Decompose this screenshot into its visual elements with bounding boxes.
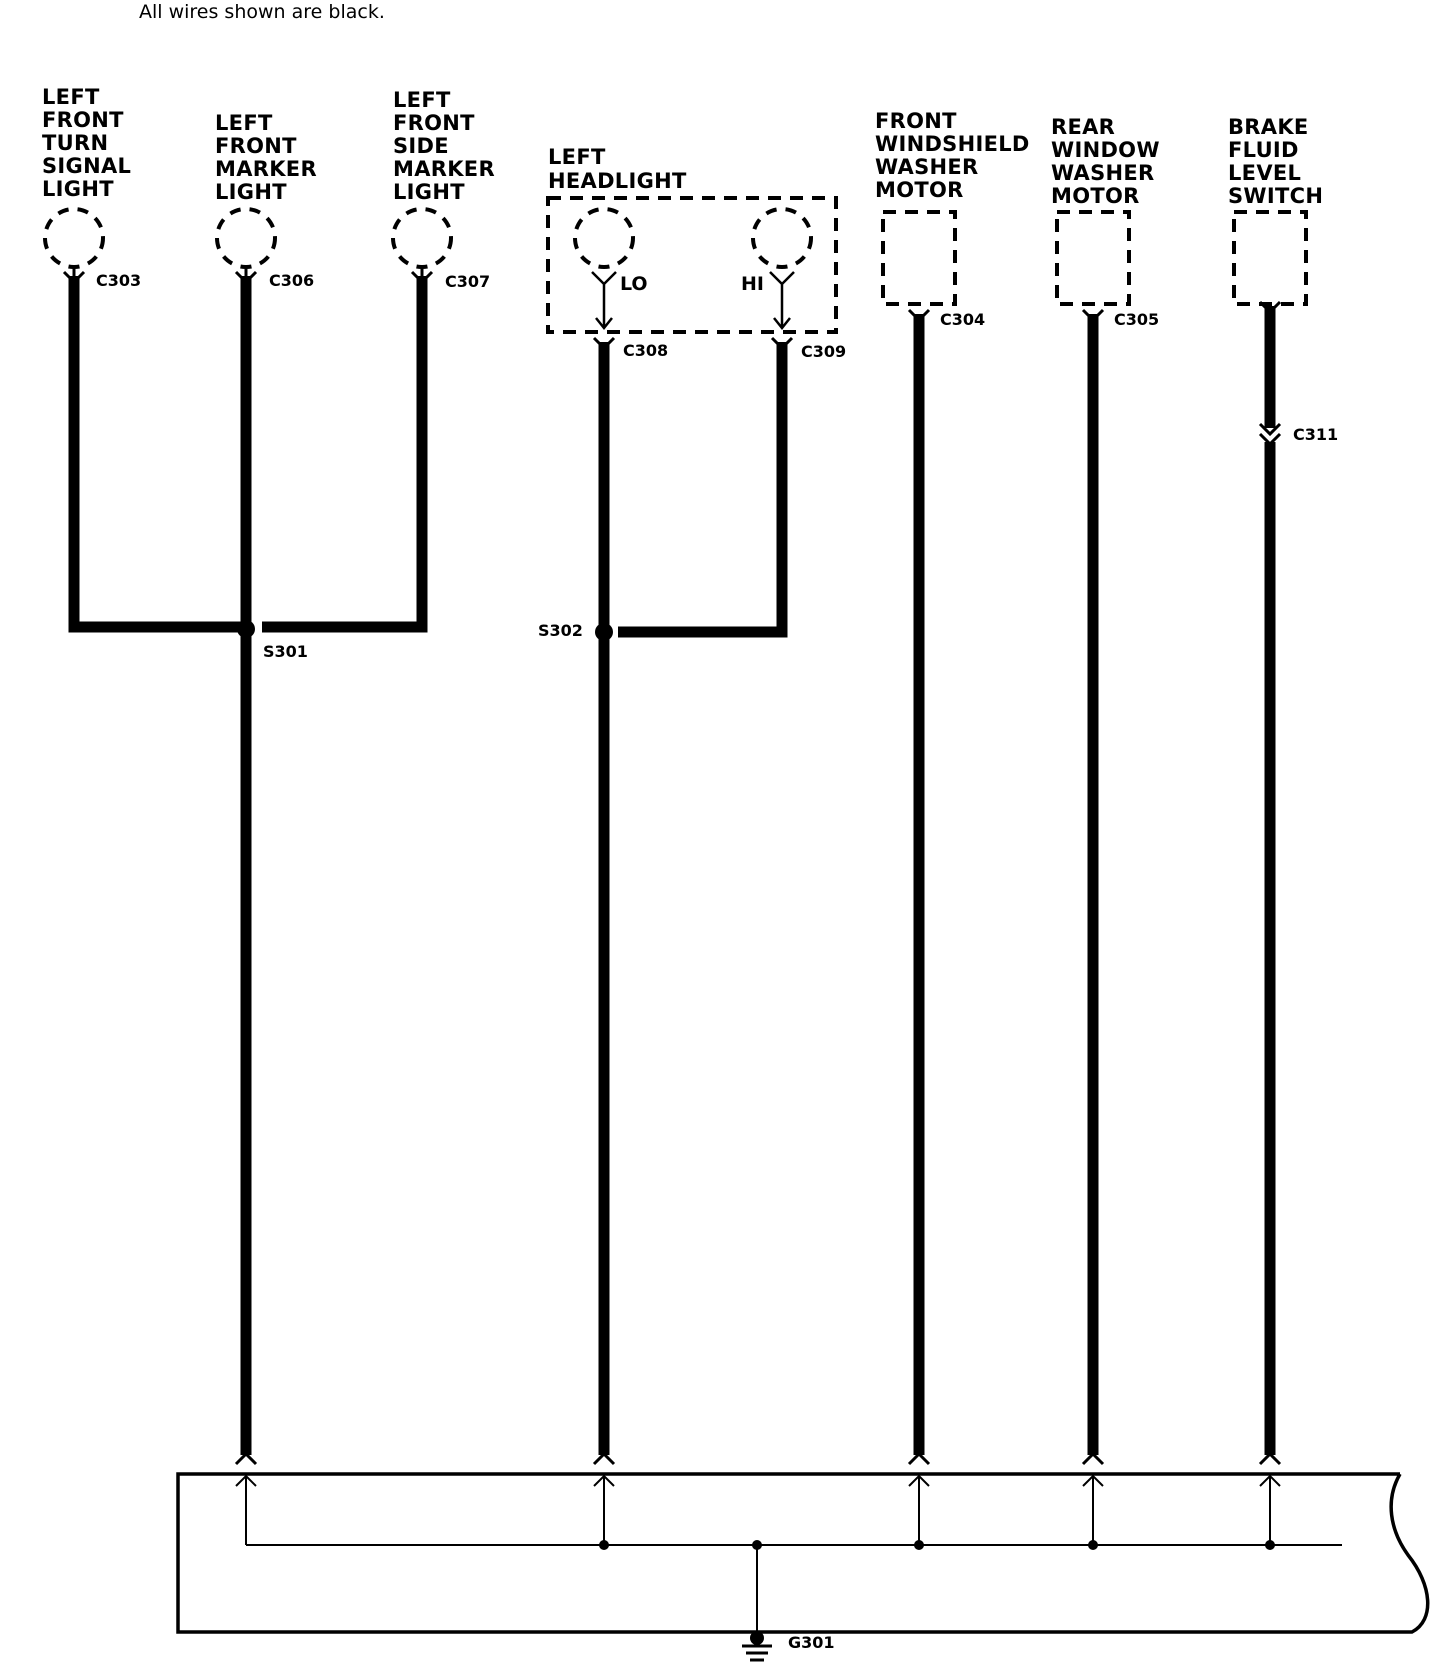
headlight-lo-lead	[591, 271, 617, 331]
label-c306: C306	[269, 271, 314, 290]
label-brake-fluid-level-switch: BRAKE FLUID LEVEL SWITCH	[1228, 115, 1323, 208]
label-g301: G301	[788, 1633, 835, 1652]
wire-side-marker	[262, 276, 428, 633]
side-marker-bulb-icon	[391, 207, 453, 269]
label-s301: S301	[263, 642, 308, 661]
ground-entry-connectors	[234, 1451, 1282, 1545]
label-c309: C309	[801, 342, 846, 361]
label-c303: C303	[96, 271, 141, 290]
ground-icon	[742, 1631, 772, 1662]
brake-fluid-switch-box	[1232, 210, 1308, 306]
label-left-front-turn-signal-light: LEFT FRONT TURN SIGNAL LIGHT	[42, 85, 139, 201]
label-rear-window-washer-motor: REAR WINDOW WASHER MOTOR	[1051, 115, 1167, 208]
headlight-hi-bulb-icon	[751, 207, 813, 269]
label-s302: S302	[538, 621, 583, 640]
label-left-front-side-marker-light: LEFT FRONT SIDE MARKER LIGHT	[393, 88, 503, 204]
label-c304: C304	[940, 310, 985, 329]
diagram-note: All wires shown are black.	[139, 1, 385, 23]
label-c308: C308	[623, 341, 668, 360]
headlight-housing	[546, 196, 838, 334]
connector-c311-icon	[1258, 300, 1282, 447]
wire-turn-signal	[68, 276, 245, 633]
splice-s302	[595, 623, 613, 641]
label-headlight-lo: LO	[620, 273, 648, 295]
headlight-hi-lead	[769, 271, 795, 331]
label-c307: C307	[445, 272, 490, 291]
label-c305: C305	[1114, 310, 1159, 329]
turn-signal-bulb-icon	[43, 207, 105, 269]
marker-bulb-icon	[215, 207, 277, 269]
label-headlight-hi: HI	[741, 273, 764, 295]
label-left-front-marker-light: LEFT FRONT MARKER LIGHT	[215, 111, 325, 204]
label-left-headlight: LEFT HEADLIGHT	[548, 145, 687, 193]
label-c311: C311	[1293, 425, 1338, 444]
rear-washer-motor-box	[1055, 210, 1131, 306]
wire-headlight-hi	[618, 342, 788, 638]
splice-s301	[237, 620, 255, 638]
ground-harness-box	[176, 1472, 1430, 1634]
ground-bus-junctions	[599, 1540, 1275, 1550]
headlight-lo-bulb-icon	[573, 207, 635, 269]
label-front-windshield-washer-motor: FRONT WINDSHIELD WASHER MOTOR	[875, 109, 1037, 202]
windshield-washer-motor-box	[881, 210, 957, 306]
